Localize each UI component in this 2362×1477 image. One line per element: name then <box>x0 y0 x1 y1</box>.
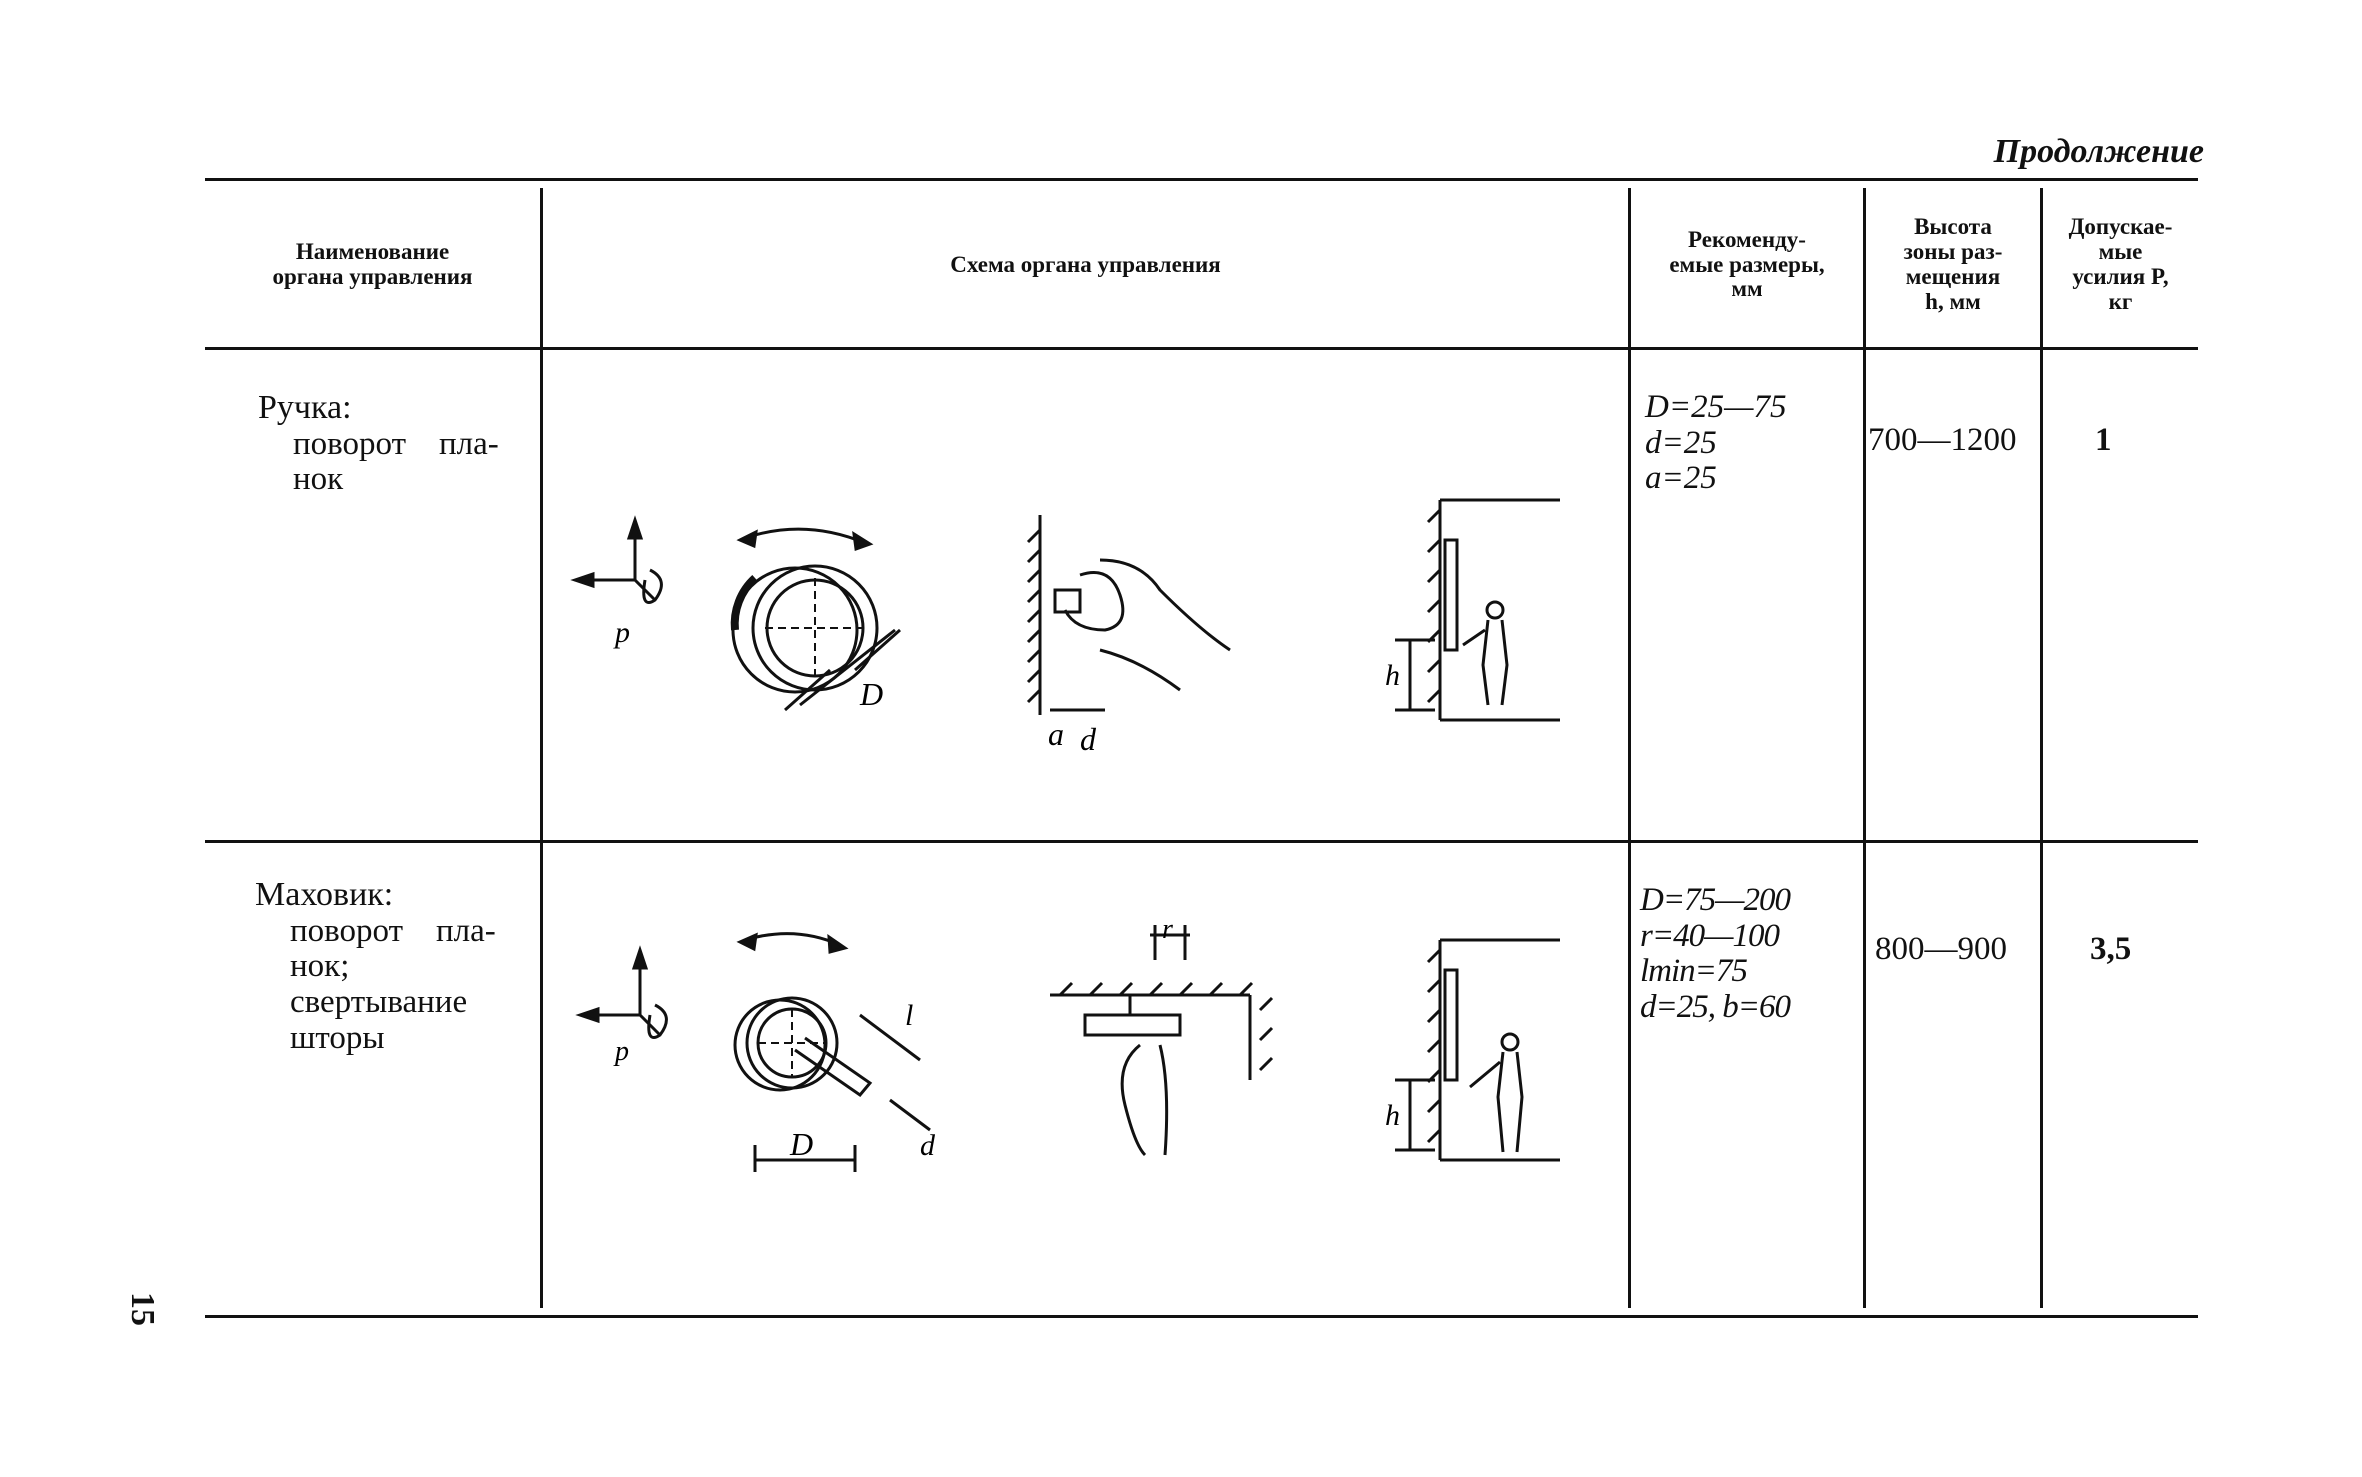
row1-person-icon <box>1395 498 1560 722</box>
header-height-text: Высота зоны раз- мещения h, мм <box>1903 214 2003 314</box>
row2-name-line-3: свертывание <box>290 983 468 1020</box>
header-bottom-rule <box>205 347 2198 350</box>
row1-label-p: p <box>613 616 630 649</box>
row2-person-icon <box>1395 938 1560 1162</box>
row2-label-d: d <box>920 1129 936 1162</box>
row1-size-1: D=25—75 <box>1645 389 1787 425</box>
row2-name-line-2: нок; <box>290 948 350 985</box>
header-scheme-text: Схема органа управления <box>950 251 1221 277</box>
row2-label-r: r <box>1162 914 1173 945</box>
row1-size-2: d=25 <box>1645 424 1717 461</box>
header-force-text: Допускае- мые усилия P, кг <box>2068 214 2173 314</box>
row1-sizes: D=25—75 d=25 a=25 <box>1645 389 1860 497</box>
row2-name: Маховик: поворот пла- нок; свертывание ш… <box>255 876 540 1056</box>
row1-size-3: a=25 <box>1645 460 1717 497</box>
header-name-text: Наименование органа управления <box>272 239 473 289</box>
row2-size-3: lmin=75 <box>1640 953 1748 990</box>
continuation-label: Продолжение <box>1993 133 2204 170</box>
col-divider-2 <box>1628 188 1631 1308</box>
row1-label-h: h <box>1385 659 1400 692</box>
header-scheme: Схема органа управления <box>543 185 1628 345</box>
row-divider-rule <box>205 840 2198 843</box>
row1-name-title: Ручка: <box>258 389 352 426</box>
row1-hand-icon <box>1026 515 1231 715</box>
row2-hand-icon <box>1050 925 1274 1157</box>
page-number: 15 <box>124 1292 161 1326</box>
row2-name-title: Маховик: <box>255 876 394 913</box>
col-divider-1 <box>540 188 543 1308</box>
row2-label-l: l <box>905 999 913 1032</box>
row2-height: 800—900 <box>1875 931 2007 967</box>
row1-axis-icon <box>570 515 663 604</box>
row1-name: Ручка: поворот пла- нок <box>258 389 538 498</box>
row2-axis-icon <box>575 945 668 1039</box>
row1-height: 700—1200 <box>1868 422 2017 458</box>
row1-label-d: d <box>1080 721 1097 757</box>
row2-size-4: d=25, b=60 <box>1640 988 1791 1025</box>
row2-diagram: p D l d r h <box>575 914 1560 1172</box>
row2-force: 3,5 <box>2090 931 2132 967</box>
table-top-rule <box>205 178 2198 181</box>
header-sizes-text: Рекоменду- емые размеры, мм <box>1669 226 1825 302</box>
row2-name-line-1: поворот пла- <box>290 912 496 949</box>
row1-label-D: D <box>859 676 883 712</box>
row2-label-D: D <box>789 1126 813 1162</box>
header-force: Допускае- мые усилия P, кг <box>2043 185 2198 345</box>
row2-size-1: D=75—200 <box>1640 882 1791 918</box>
col-divider-3 <box>1863 188 1866 1308</box>
table-bottom-rule <box>205 1315 2198 1318</box>
header-name: Наименование органа управления <box>205 185 540 345</box>
row1-name-line-1: поворот пла- <box>293 425 499 462</box>
row2-label-p: p <box>613 1036 629 1067</box>
row1-diagram: p D a d h <box>570 498 1560 757</box>
row2-label-h: h <box>1385 1099 1400 1132</box>
row1-label-a: a <box>1048 716 1064 752</box>
row2-name-line-4: шторы <box>290 1019 385 1056</box>
row2-handwheel-icon <box>733 932 931 1172</box>
row1-force: 1 <box>2095 422 2112 458</box>
row1-name-line-2: нок <box>293 461 344 498</box>
row1-knob-icon <box>730 527 901 712</box>
header-sizes: Рекоменду- емые размеры, мм <box>1631 185 1863 345</box>
row2-sizes: D=75—200 r=40—100 lmin=75 d=25, b=60 <box>1640 882 1862 1026</box>
header-height: Высота зоны раз- мещения h, мм <box>1866 185 2040 345</box>
col-divider-4 <box>2040 188 2043 1308</box>
row2-size-2: r=40—100 <box>1640 917 1780 954</box>
